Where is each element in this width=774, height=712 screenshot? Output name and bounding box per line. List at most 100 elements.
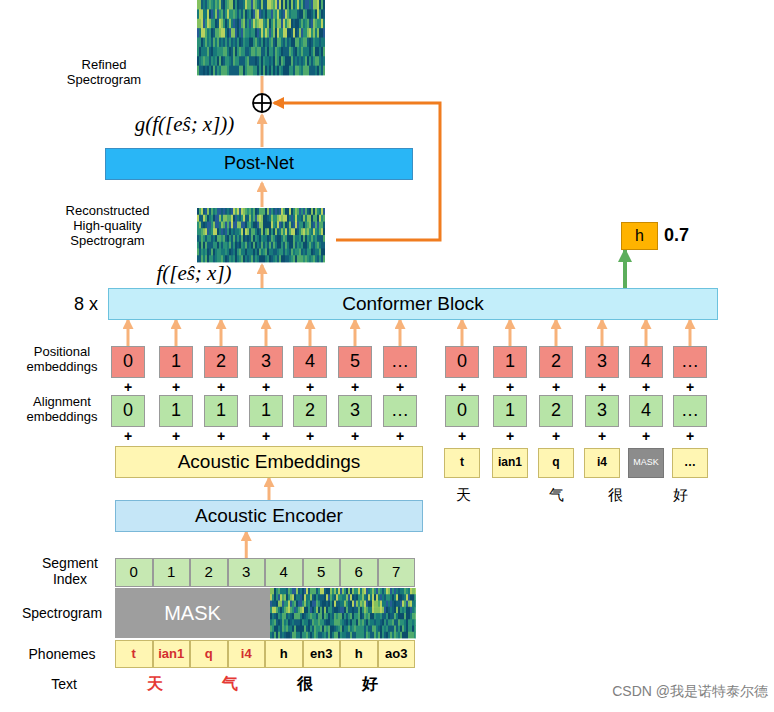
plus-sign: +	[258, 379, 274, 395]
node-text: 2	[551, 401, 561, 421]
text-label: g(f([eŝ; x]))	[112, 112, 257, 136]
node-text: 1	[261, 401, 271, 421]
node-text: Acoustic Embeddings	[178, 452, 361, 473]
node-text: t	[460, 456, 464, 469]
node-text: 5	[317, 564, 325, 581]
segment-index: 7	[378, 558, 416, 587]
node-text: 1	[216, 401, 226, 421]
plus-sign: +	[548, 379, 564, 395]
segment-index: 1	[153, 558, 191, 587]
text-label: 很	[605, 486, 625, 503]
flow-arrow	[261, 183, 264, 207]
node-text: ian1	[498, 456, 522, 469]
plus-sign: +	[548, 428, 564, 444]
node-text: ian1	[158, 647, 184, 661]
node-text: 2	[551, 352, 561, 372]
positional-embedding: 1	[159, 346, 193, 378]
node-text: t	[132, 647, 136, 661]
positional-embedding: 4	[293, 346, 327, 378]
plus-sign: +	[502, 428, 518, 444]
mask-token: MASK	[628, 448, 664, 478]
text-label: Spectrogram	[14, 605, 110, 621]
flow-arrow	[461, 320, 464, 346]
flow-arrow	[261, 76, 264, 93]
node-text: 0	[457, 401, 467, 421]
phoneme-token: ian1	[492, 448, 528, 478]
text-label: f([eŝ; x])	[135, 261, 253, 285]
plus-sign: +	[258, 428, 274, 444]
plus-sign: +	[682, 379, 698, 395]
text-label: 好	[358, 675, 382, 693]
flow-arrow	[175, 320, 178, 346]
flow-arrow	[268, 478, 271, 500]
node-text: MASK	[164, 602, 221, 624]
flow-arrow	[645, 320, 648, 346]
node-text: 0	[123, 352, 133, 372]
plus-sign: +	[392, 379, 408, 395]
flow-arrow	[265, 320, 268, 346]
postnet-box: Post-Net	[105, 148, 413, 180]
node-text: 1	[171, 401, 181, 421]
plus-sign: +	[682, 428, 698, 444]
node-text: 4	[641, 401, 651, 421]
flow-arrow	[245, 532, 248, 558]
phoneme-token: en3	[303, 640, 341, 668]
node-text: h	[635, 227, 644, 245]
plus-sign: +	[502, 379, 518, 395]
flow-arrow	[261, 115, 264, 147]
phoneme-token: h	[265, 640, 303, 668]
text-label: Segment Index	[24, 555, 116, 587]
phoneme-token: t	[444, 448, 480, 478]
flow-arrow	[555, 320, 558, 346]
segment-index: 4	[265, 558, 303, 587]
phoneme-token: t	[115, 640, 153, 668]
node-text: h	[355, 647, 363, 661]
flow-arrow	[309, 320, 312, 346]
output-box: h	[621, 222, 658, 250]
node-text: Post-Net	[224, 154, 294, 174]
plus-sign: +	[454, 379, 470, 395]
segment-index: 0	[115, 558, 153, 587]
node-text: 4	[641, 352, 651, 372]
node-text: …	[681, 401, 699, 421]
mask-region: MASK	[115, 588, 270, 638]
segment-index: 2	[190, 558, 228, 587]
node-text: 1	[171, 352, 181, 372]
phoneme-token: q	[538, 448, 574, 478]
positional-embedding: 1	[493, 346, 527, 378]
node-text: 0	[457, 352, 467, 372]
node-text: i4	[597, 456, 607, 469]
add-symbol	[253, 94, 271, 112]
text-label: Refined Spectrogram	[58, 58, 150, 88]
flow-arrow	[261, 265, 264, 288]
phoneme-token: i4	[584, 448, 620, 478]
phoneme-token: ian1	[153, 640, 191, 668]
node-text: 1	[505, 401, 515, 421]
node-text: 5	[350, 352, 360, 372]
flow-arrow	[623, 250, 627, 288]
node-text: 3	[597, 401, 607, 421]
positional-embedding: 0	[445, 346, 479, 378]
add-symbol	[261, 94, 263, 112]
plus-sign: +	[347, 379, 363, 395]
text-label: 8 x	[66, 294, 106, 315]
flow-arrow	[354, 320, 357, 346]
node-text: 3	[242, 564, 250, 581]
plus-sign: +	[594, 379, 610, 395]
text-label: 天	[453, 486, 473, 503]
text-label: Positional embeddings	[14, 345, 110, 375]
plus-sign: +	[347, 428, 363, 444]
node-text: 3	[261, 352, 271, 372]
spectrogram-image	[270, 588, 416, 639]
phoneme-token: q	[190, 640, 228, 668]
node-text: …	[681, 352, 699, 372]
segment-index: 5	[303, 558, 341, 587]
node-text: MASK	[633, 458, 659, 468]
node-text: 3	[597, 352, 607, 372]
node-text: 1	[505, 352, 515, 372]
plus-sign: +	[392, 428, 408, 444]
node-text: i4	[241, 647, 252, 661]
plus-sign: +	[302, 428, 318, 444]
node-text: q	[552, 456, 559, 469]
plus-sign: +	[594, 428, 610, 444]
